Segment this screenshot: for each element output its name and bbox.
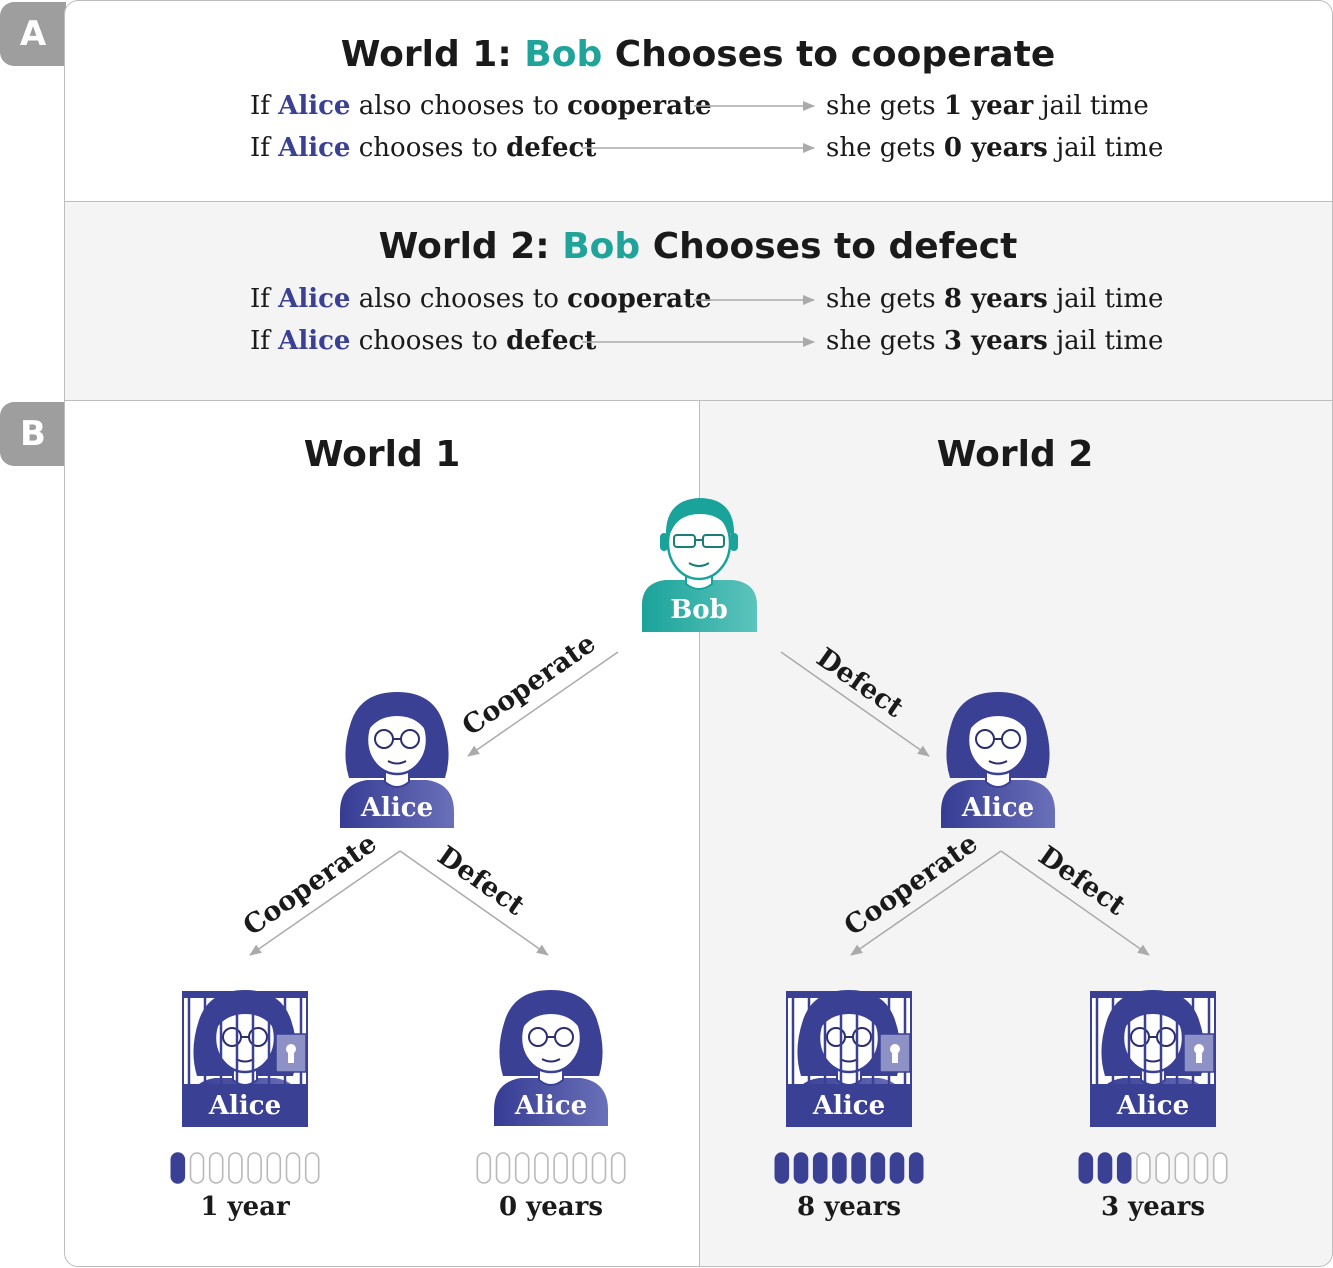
meter-cell-empty [534,1152,549,1184]
meter-cell-empty [553,1152,568,1184]
meter-cell-empty [514,1152,530,1184]
alice-label: Alice [514,1091,587,1121]
meter-cell-filled [812,1152,828,1184]
world-2-tree-title: World 2 [936,434,1094,475]
summary-arrows [582,101,815,347]
meter-cell-filled [1097,1152,1113,1184]
bob-cooperate-label: Cooperate [457,628,602,742]
world-1-summary-title: World 1: Bob Chooses to cooperate [64,34,1332,75]
w2-row2-outcome: she gets 3 years jail time [826,326,1164,356]
w2-defect-label: Defect [1033,840,1132,922]
world-1-tree-title: World 1 [303,434,461,475]
meter-cell-empty [495,1152,511,1184]
w1-row1-condition: If Alice also chooses to cooperate [250,91,712,121]
alice-figure-world-1: Alice [340,692,454,828]
w2-row1-condition: If Alice also chooses to cooperate [250,284,712,314]
outcome-figure-4: Alice [1090,990,1216,1127]
w1-row2-condition: If Alice chooses to defect [250,133,597,163]
section-a-tab: A [0,2,66,66]
meter-cell-empty [304,1152,320,1184]
bob-label: Bob [670,595,728,625]
meter-cell-filled [908,1152,924,1184]
meter-cell-empty [266,1152,282,1184]
alice-label: Alice [208,1091,281,1121]
meter-cell-filled [1078,1152,1094,1184]
jail-meter-3 [774,1152,924,1184]
title-bob: Bob [524,34,603,75]
jail-meter-1 [170,1152,320,1184]
meter-cell-empty [591,1152,607,1184]
outcome-label-3: 8 years [797,1192,901,1222]
meter-cell-empty [610,1152,626,1184]
section-b-label: B [20,414,46,454]
meter-cell-filled [793,1152,809,1184]
alice-figure-world-2: Alice [941,692,1055,828]
w2-defect-edge [1000,850,1150,956]
meter-cell-empty [247,1152,262,1184]
w1-defect-edge [399,850,549,956]
alice-label: Alice [961,793,1034,823]
w1-cooperate-edge [249,850,401,956]
w2-row2-condition: If Alice chooses to defect [250,326,597,356]
meter-cell-empty [1174,1152,1190,1184]
title-suffix: Chooses to cooperate [614,34,1056,75]
outcome-figure-3: Alice [786,990,912,1127]
title-prefix: World 2: [378,226,550,267]
alice-label: Alice [360,793,433,823]
w1-defect-label: Defect [432,840,531,922]
w1-row1-outcome: she gets 1 year jail time [826,91,1149,121]
meter-cell-filled [870,1152,886,1184]
bob-cooperate-edge [467,651,619,757]
jail-meter-2 [476,1152,626,1184]
meter-cell-filled [170,1152,186,1184]
outcome-figure-2: Alice [494,990,608,1126]
meter-cell-empty [1155,1152,1170,1184]
title-suffix: Chooses to defect [652,226,1018,267]
meter-cell-empty [189,1152,205,1184]
w2-cooperate-label: Cooperate [839,828,984,942]
meter-cell-empty [1136,1152,1151,1184]
meter-cell-empty [1212,1152,1228,1184]
w2-row1-outcome: she gets 8 years jail time [826,284,1164,314]
bob-figure: Bob [642,498,757,632]
outcome-figure-1: Alice [182,990,308,1127]
meter-cell-filled [889,1152,905,1184]
meter-cell-empty [208,1152,224,1184]
meter-cell-filled [1116,1152,1132,1184]
section-a-label: A [19,14,47,54]
bob-defect-edge [780,651,930,757]
meter-cell-empty [476,1152,492,1184]
meter-cell-empty [228,1152,243,1184]
jail-meter-4 [1078,1152,1228,1184]
alice-label: Alice [1116,1091,1189,1121]
meter-cell-empty [1193,1152,1209,1184]
world-2-summary-panel [64,201,1333,401]
meter-cell-filled [832,1152,847,1184]
world-2-summary-title: World 2: Bob Chooses to defect [64,226,1332,267]
alice-label: Alice [812,1091,885,1121]
w2-cooperate-edge [850,850,1002,956]
world-1-summary-panel [64,0,1333,202]
title-bob: Bob [562,226,641,267]
outcome-label-4: 3 years [1101,1192,1205,1222]
meter-cell-filled [774,1152,790,1184]
outcome-label-2: 0 years [499,1192,603,1222]
w1-cooperate-label: Cooperate [238,828,383,942]
section-b-tab: B [0,402,66,466]
w1-row2-outcome: she gets 0 years jail time [826,133,1164,163]
meter-cell-empty [572,1152,588,1184]
meter-cell-empty [285,1152,301,1184]
meter-cell-filled [851,1152,866,1184]
outcome-label-1: 1 year [200,1192,290,1222]
tree-edges [249,651,1150,956]
title-prefix: World 1: [340,34,512,75]
